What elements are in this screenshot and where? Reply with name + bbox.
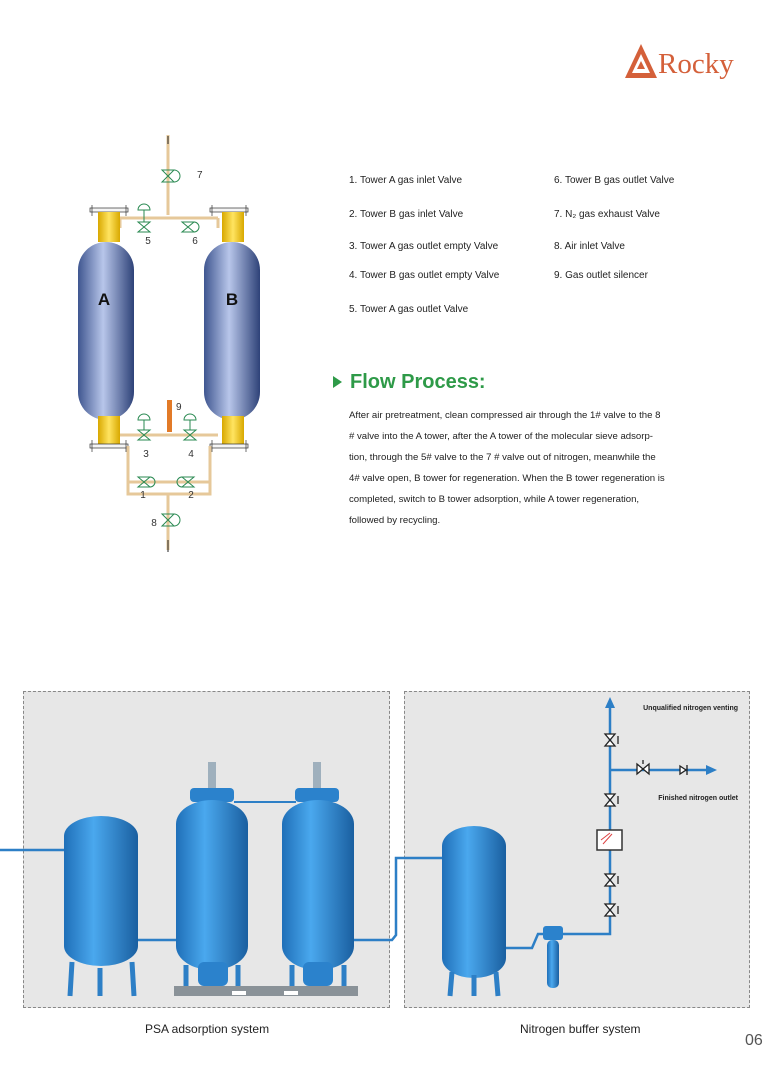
- flowmeter-icon: [596, 829, 623, 851]
- valve-number-1: 1: [140, 490, 146, 501]
- valve-number-9: 9: [176, 402, 182, 413]
- adsorption-tower-b: [282, 762, 354, 986]
- nitrogen-buffer-tank: [442, 826, 506, 997]
- valve-legend-item: 7. N₂ gas exhaust Valve: [554, 209, 660, 220]
- valve-legend: 1. Tower A gas inlet Valve 2. Tower B ga…: [349, 174, 749, 324]
- valve-number-4: 4: [188, 449, 194, 460]
- brand-logo: Rocky: [624, 40, 744, 82]
- valve-legend-item: 5. Tower A gas outlet Valve: [349, 304, 469, 315]
- valve-number-2: 2: [188, 490, 194, 501]
- silencer: [167, 400, 172, 432]
- valve-number-6: 6: [192, 236, 198, 247]
- flow-text-line: tion, through the 5# valve to the 7 # va…: [349, 452, 656, 463]
- valve-number-5: 5: [145, 236, 151, 247]
- tower-b-label: B: [226, 290, 238, 309]
- tower-a-vessel: [78, 242, 134, 420]
- valve-number-7: 7: [197, 170, 203, 181]
- buffer-caption: Nitrogen buffer system: [520, 1022, 641, 1036]
- valve-legend-item: 3. Tower A gas outlet empty Valve: [349, 241, 499, 252]
- triangle-bullet-icon: [333, 376, 342, 388]
- outlet-label: Finished nitrogen outlet: [658, 795, 738, 802]
- valve-number-3: 3: [143, 449, 149, 460]
- flow-text-line: # valve into the A tower, after the A to…: [349, 431, 653, 442]
- psa-caption: PSA adsorption system: [145, 1022, 270, 1036]
- page-number: 06: [745, 1032, 763, 1049]
- valve-legend-item: 8. Air inlet Valve: [554, 241, 625, 252]
- valve-number-8: 8: [151, 518, 157, 529]
- flow-text-line: After air pretreatment, clean compressed…: [349, 410, 661, 421]
- tower-schematic: A B 1 2 3 4 5 6 7 8 9: [70, 130, 280, 570]
- logo-triangle-icon: [625, 44, 657, 78]
- valve-legend-item: 4. Tower B gas outlet empty Valve: [349, 270, 500, 281]
- venting-label: Unqualified nitrogen venting: [643, 705, 738, 712]
- tower-a-label: A: [98, 290, 110, 309]
- flow-process-heading: Flow Process:: [333, 370, 486, 394]
- valve-legend-item: 2. Tower B gas inlet Valve: [349, 209, 464, 220]
- flow-text-line: completed, switch to B tower adsorption,…: [349, 494, 640, 505]
- flow-text-line: followed by recycling.: [349, 515, 441, 526]
- equipment-illustration: Unqualified nitrogen venting Finished ni…: [0, 697, 739, 997]
- adsorption-tower-a: [176, 762, 248, 986]
- brand-name: Rocky: [658, 48, 734, 80]
- tower-b-vessel: [204, 242, 260, 420]
- flow-text-line: 4# valve open, B tower for regeneration.…: [349, 473, 665, 484]
- air-receiver-tank: [64, 816, 178, 997]
- valve-legend-item: 1. Tower A gas inlet Valve: [349, 175, 463, 186]
- valve-legend-item: 6. Tower B gas outlet Valve: [554, 175, 675, 186]
- nitrogen-filter: [543, 926, 563, 988]
- valve-legend-item: 9. Gas outlet silencer: [554, 270, 648, 281]
- flow-process-text: After air pretreatment, clean compressed…: [349, 405, 686, 531]
- flow-process-title: Flow Process:: [350, 371, 486, 393]
